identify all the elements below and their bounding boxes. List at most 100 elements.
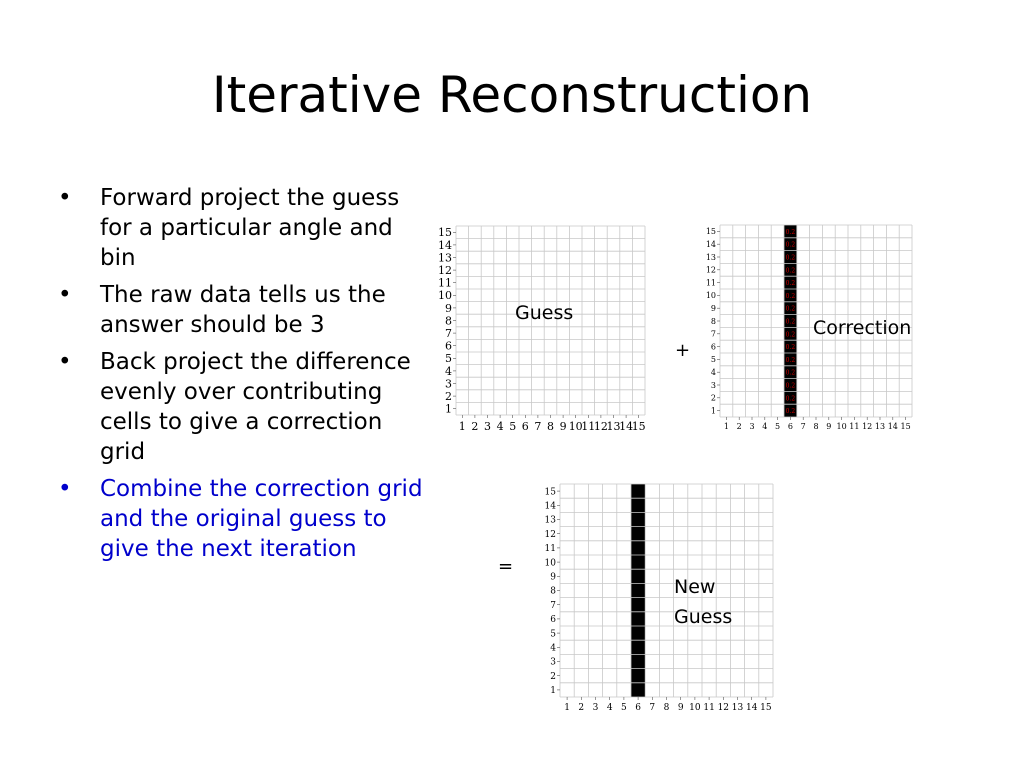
x-tick-label: 6: [788, 422, 793, 431]
cell-value: 0.2: [786, 395, 796, 402]
y-tick-label: 9: [550, 572, 556, 582]
y-tick-label: 7: [550, 601, 556, 611]
bullet-item: •The raw data tells us the answer should…: [58, 280, 428, 340]
y-tick-label: 14: [438, 239, 452, 252]
x-tick-label: 10: [689, 703, 701, 713]
cell-value: 0.2: [786, 370, 796, 377]
y-tick-label: 5: [445, 352, 452, 365]
x-tick-label: 14: [888, 422, 898, 431]
y-tick-label: 4: [711, 368, 716, 377]
cell-value: 0.2: [786, 383, 796, 390]
bullet-dot: •: [58, 349, 72, 375]
y-tick-label: 2: [711, 394, 716, 403]
cell-value: 0.2: [786, 229, 796, 236]
bullet-text: Back project the difference evenly over …: [100, 349, 411, 465]
y-tick-label: 13: [545, 516, 557, 526]
y-tick-label: 8: [445, 314, 452, 327]
y-tick-label: 13: [706, 253, 716, 262]
y-tick-label: 5: [711, 355, 716, 364]
x-tick-label: 8: [813, 422, 818, 431]
x-tick-label: 9: [560, 420, 567, 433]
y-tick-label: 7: [445, 327, 452, 340]
x-tick-label: 7: [649, 703, 655, 713]
x-tick-label: 15: [760, 703, 772, 713]
y-tick-label: 10: [438, 289, 452, 302]
y-tick-label: 10: [706, 291, 716, 300]
y-tick-label: 15: [706, 227, 716, 236]
x-tick-label: 12: [594, 420, 608, 433]
y-tick-label: 12: [438, 264, 452, 277]
y-tick-label: 11: [545, 544, 556, 554]
new-guess-label-line1: New: [674, 576, 716, 598]
x-tick-label: 1: [724, 422, 729, 431]
bullet-list: • Forward project the guess for a particu…: [58, 183, 428, 571]
y-tick-label: 1: [445, 403, 452, 416]
x-tick-label: 11: [703, 703, 714, 713]
x-tick-label: 13: [875, 422, 885, 431]
y-tick-label: 1: [711, 406, 716, 415]
y-tick-label: 12: [706, 266, 716, 275]
plus-operator: +: [675, 340, 691, 361]
x-tick-label: 10: [569, 420, 583, 433]
x-tick-label: 13: [607, 420, 621, 433]
x-tick-label: 12: [862, 422, 872, 431]
x-tick-label: 3: [484, 420, 491, 433]
x-tick-label: 13: [732, 703, 744, 713]
y-tick-label: 6: [445, 340, 452, 353]
slide-title: Iterative Reconstruction: [211, 66, 813, 124]
y-tick-label: 3: [445, 377, 452, 390]
grid-svg: 0.20.20.20.20.20.20.20.20.20.20.20.20.20…: [706, 224, 913, 431]
cell-value: 0.2: [786, 255, 796, 262]
y-tick-label: 14: [706, 240, 716, 249]
x-tick-label: 2: [578, 703, 584, 713]
y-tick-label: 14: [545, 501, 557, 511]
y-tick-label: 2: [445, 390, 452, 403]
correction-label: Correction: [813, 317, 912, 339]
y-tick-label: 5: [550, 629, 556, 639]
x-tick-label: 14: [746, 703, 758, 713]
bullet-item: • Back project the difference evenly over…: [58, 347, 428, 467]
y-tick-label: 15: [438, 226, 452, 239]
x-tick-label: 1: [459, 420, 466, 433]
x-tick-label: 3: [593, 703, 599, 713]
x-tick-label: 6: [522, 420, 529, 433]
cell-value: 0.2: [786, 357, 796, 364]
x-tick-label: 11: [581, 420, 595, 433]
x-tick-label: 3: [749, 422, 754, 431]
x-tick-label: 4: [762, 422, 767, 431]
x-tick-label: 8: [547, 420, 554, 433]
x-tick-label: 15: [632, 420, 646, 433]
bullet-text: Forward project the guess for a particul…: [100, 185, 400, 271]
y-tick-label: 13: [438, 251, 452, 264]
y-tick-label: 11: [706, 278, 716, 287]
x-tick-label: 12: [718, 703, 729, 713]
x-tick-label: 9: [826, 422, 831, 431]
y-tick-label: 12: [545, 530, 556, 540]
x-tick-label: 11: [849, 422, 859, 431]
bullet-dot: •: [58, 282, 72, 308]
x-tick-label: 4: [497, 420, 504, 433]
x-tick-label: 15: [901, 422, 911, 431]
filled-column: [631, 484, 646, 697]
y-tick-label: 10: [545, 558, 557, 568]
y-tick-label: 6: [711, 342, 716, 351]
bullet-dot: •: [58, 476, 72, 502]
bullet-item-highlight: •Combine the correction grid and the ori…: [58, 474, 428, 564]
bullet-item: •Forward project the guess for a particu…: [58, 183, 428, 273]
x-tick-label: 5: [775, 422, 780, 431]
new-guess-label-line2: Guess: [674, 606, 733, 628]
x-tick-label: 5: [621, 703, 627, 713]
cell-value: 0.2: [786, 280, 796, 287]
x-tick-label: 1: [564, 703, 570, 713]
y-tick-label: 3: [711, 381, 716, 390]
y-tick-label: 9: [711, 304, 716, 313]
x-tick-label: 4: [607, 703, 613, 713]
y-tick-label: 3: [550, 658, 556, 668]
x-tick-label: 9: [678, 703, 684, 713]
x-tick-label: 14: [619, 420, 633, 433]
y-tick-label: 4: [445, 365, 452, 378]
